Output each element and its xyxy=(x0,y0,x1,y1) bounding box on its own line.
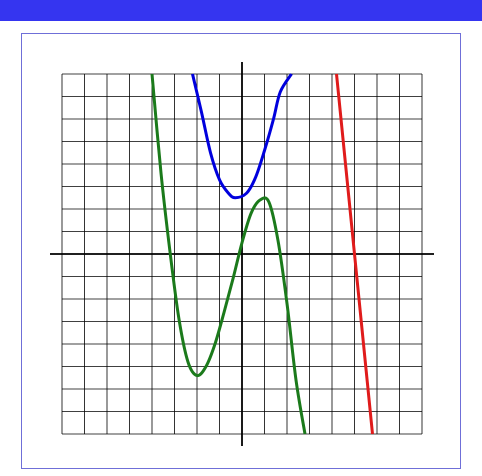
series-line-2 xyxy=(150,73,307,435)
curves xyxy=(150,73,374,435)
axes xyxy=(50,62,434,446)
title-bar xyxy=(0,0,482,21)
series-line-1 xyxy=(191,73,293,200)
graph-panel xyxy=(21,33,461,469)
function-graph xyxy=(50,62,434,446)
series-line-3 xyxy=(335,73,374,435)
